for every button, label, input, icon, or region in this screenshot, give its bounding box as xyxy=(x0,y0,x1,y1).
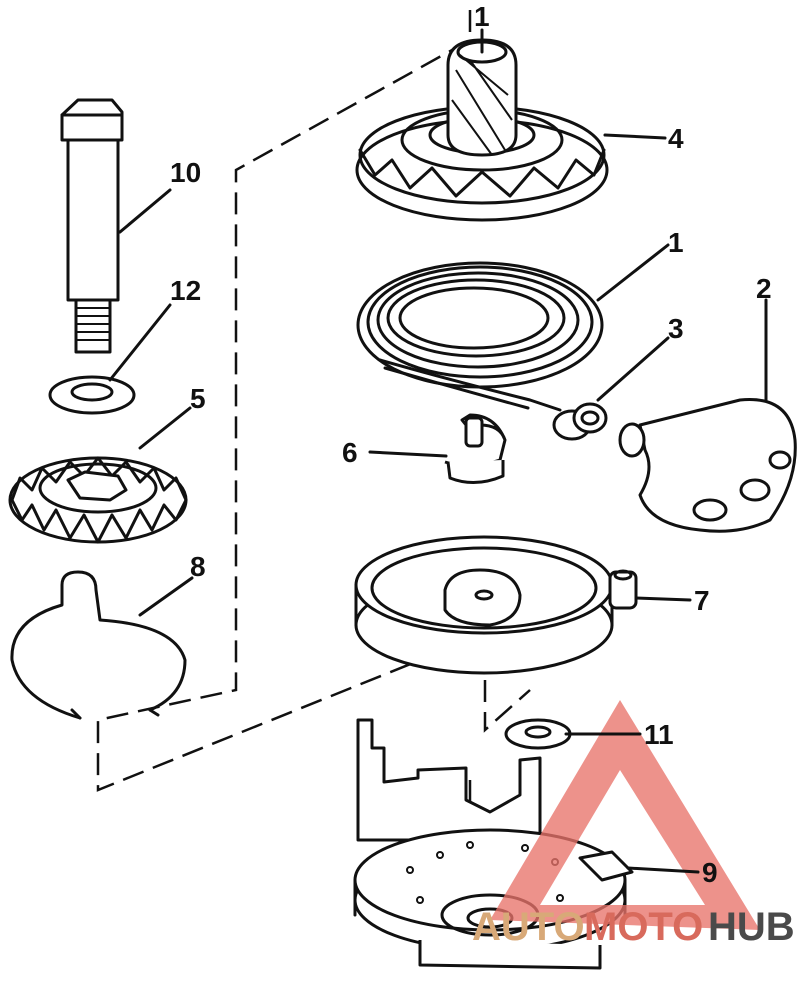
part-7-rewind-drum xyxy=(354,535,638,675)
part-8-spring-clip xyxy=(10,570,187,720)
callout-part-11: 11 xyxy=(644,719,674,750)
watermark-word-hub: HUB xyxy=(708,905,795,949)
callout-part-4: 4 xyxy=(668,123,684,154)
callout-part-3: 3 xyxy=(668,313,684,344)
part-4-spool-assembly xyxy=(355,38,609,222)
callout-part-9: 9 xyxy=(702,857,718,888)
callout-part-1: 1 xyxy=(668,227,684,258)
callout-part-10: 10 xyxy=(170,157,201,188)
callout-labels: 1 4 10 1 2 12 3 5 6 8 7 11 9 xyxy=(170,1,772,888)
part-10-bolt xyxy=(60,98,124,354)
watermark-word-moto: MOTO xyxy=(584,905,703,949)
part-3-bushing xyxy=(552,402,608,441)
callout-part-6: 6 xyxy=(342,437,358,468)
part-11-washer xyxy=(504,718,572,750)
part-1-recoil-spring xyxy=(356,261,604,412)
part-6-pawl xyxy=(444,413,507,484)
callout-part-2: 2 xyxy=(756,273,772,304)
part-5-ratchet-gear xyxy=(8,456,188,544)
callout-part-7: 7 xyxy=(694,585,710,616)
part-2-starter-handle xyxy=(618,398,797,533)
part-12-washer xyxy=(48,375,136,415)
callout-leader-lines xyxy=(108,28,768,874)
watermark-word-auto: AUTO xyxy=(472,905,585,949)
callout-part-8: 8 xyxy=(190,551,206,582)
callout-top-1: 1 xyxy=(474,1,490,32)
callout-part-5: 5 xyxy=(190,383,206,414)
callout-part-12: 12 xyxy=(170,275,201,306)
